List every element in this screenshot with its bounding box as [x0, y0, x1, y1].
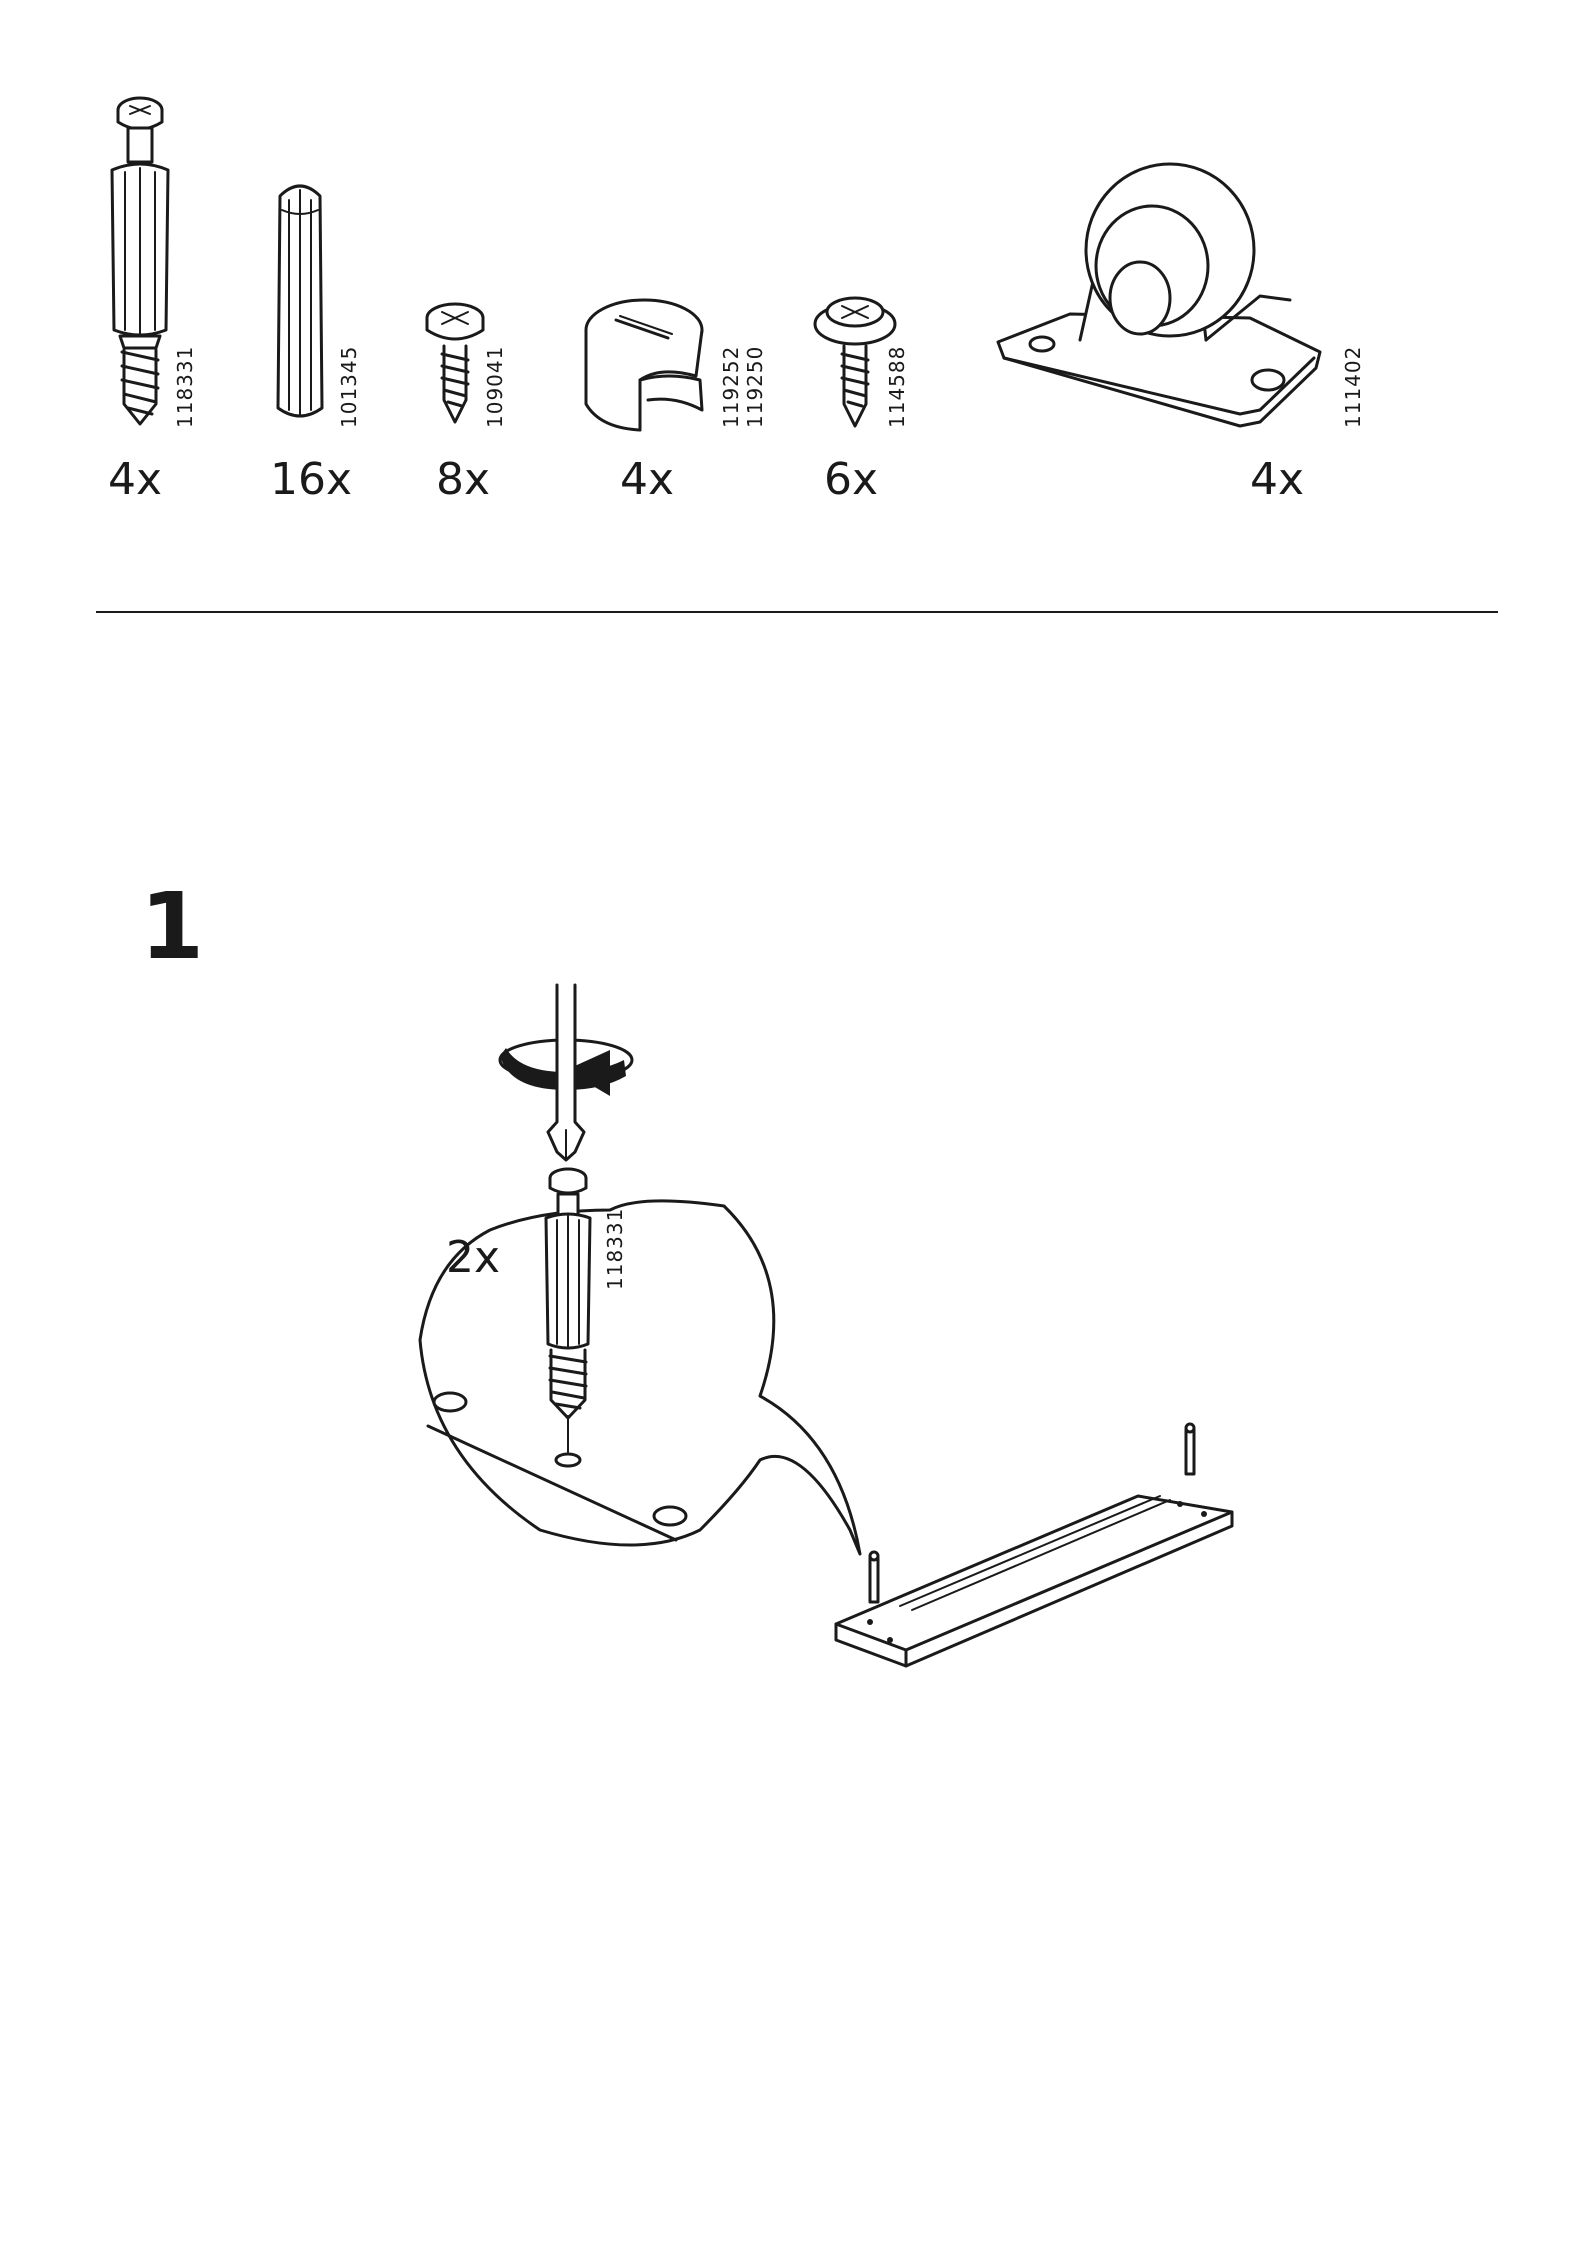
part-cam-lock: 119252 119250 4x — [586, 300, 767, 505]
part-code: 101345 — [337, 346, 361, 428]
cam-bolt-icon — [870, 1552, 878, 1602]
part-code: 118331 — [173, 346, 197, 428]
part-quantity: 4x — [108, 454, 162, 505]
part-quantity: 4x — [1250, 454, 1304, 505]
step-number: 1 — [140, 873, 204, 980]
caster-wheel-icon — [998, 164, 1320, 426]
washer-screw-icon — [815, 298, 895, 426]
wooden-dowel-icon — [278, 186, 322, 416]
part-screw: 109041 8x — [427, 304, 507, 505]
callout-quantity: 2x — [446, 1232, 500, 1283]
magnified-detail: 2x 118331 — [420, 1169, 860, 1554]
part-code: 119252 — [719, 346, 743, 428]
part-quantity: 16x — [270, 454, 352, 505]
part-code: 111402 — [1341, 346, 1365, 428]
part-quantity: 4x — [620, 454, 674, 505]
parts-list: 118331 4x 101345 16x 109041 8x — [108, 98, 1365, 505]
part-dowel: 101345 16x — [270, 186, 361, 505]
step-1-illustration: 2x 118331 — [420, 985, 1232, 1666]
part-quantity: 6x — [824, 454, 878, 505]
part-washer-screw: 114588 6x — [815, 298, 909, 505]
part-quantity: 8x — [436, 454, 490, 505]
part-code: 109041 — [483, 346, 507, 428]
cam-bolt-icon — [1186, 1424, 1194, 1474]
part-caster: 111402 4x — [998, 164, 1365, 505]
callout-part-code: 118331 — [603, 1208, 627, 1290]
screw-icon — [427, 304, 483, 422]
part-code: 114588 — [885, 346, 909, 428]
cam-bolt-icon — [112, 98, 168, 424]
cam-lock-icon — [586, 300, 702, 430]
panel-board — [836, 1424, 1232, 1666]
part-cam-bolt: 118331 4x — [108, 98, 197, 505]
part-code-alt: 119250 — [743, 346, 767, 428]
